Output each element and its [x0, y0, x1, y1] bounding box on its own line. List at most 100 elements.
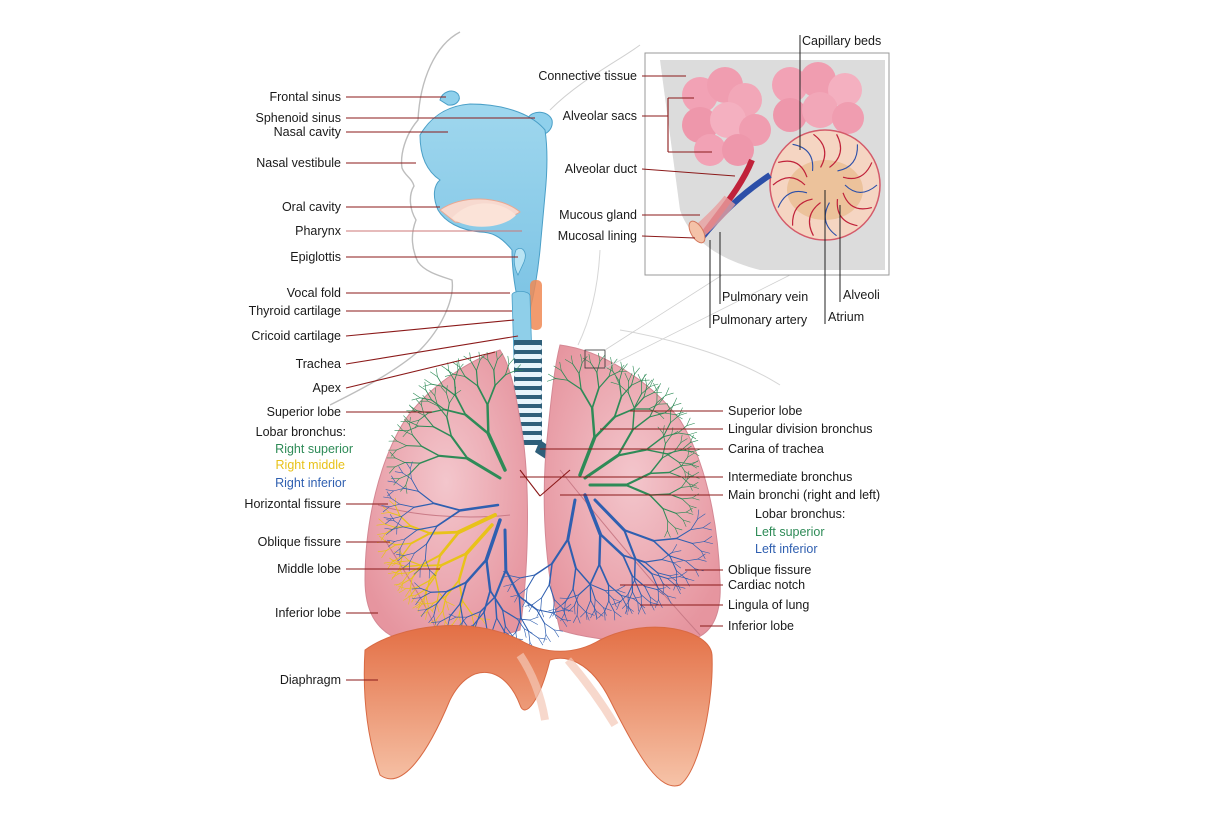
upper-airway: [420, 91, 552, 360]
bronchiole-branch: [530, 617, 539, 620]
bronchiole-branch: [458, 359, 459, 367]
label-apex: Apex: [313, 381, 342, 395]
bronchiole-branch: [436, 368, 437, 376]
bronchiole-branch: [412, 398, 420, 400]
label-alveolar-duct: Alveolar duct: [565, 162, 638, 176]
bronchiole-branch: [419, 386, 426, 391]
bronchiole-branch: [405, 463, 420, 464]
bronchiole-branch: [529, 631, 539, 638]
label-carina-of-trachea: Carina of trachea: [728, 442, 824, 456]
bronchiole-branch: [541, 598, 542, 609]
label-superior-lobe-right: Superior lobe: [728, 404, 802, 418]
bronchiole-branch: [546, 635, 551, 642]
label-mucous-gland: Mucous gland: [559, 208, 637, 222]
tracheal-ring: [514, 372, 542, 377]
bronchiole-branch: [430, 532, 459, 533]
bronchiole-branch: [452, 362, 459, 367]
tracheal-ring: [514, 345, 542, 350]
bronchiole-branch: [409, 405, 414, 411]
bronchiole-branch: [599, 534, 600, 564]
label-thyroid-cartilage: Thyroid cartilage: [249, 304, 341, 318]
bronchiole-branch: [419, 426, 434, 427]
label-right-middle: Right middle: [276, 458, 346, 472]
bronchiole-branch: [622, 364, 627, 370]
bronchiole-branch: [542, 585, 550, 598]
label-capillary-beds: Capillary beds: [802, 34, 881, 48]
bronchiole-branch: [431, 592, 447, 593]
label-left-inferior: Left inferior: [755, 542, 818, 556]
label-lobar-bronchus-left: Lobar bronchus:: [256, 425, 346, 439]
label-right-superior: Right superior: [275, 442, 353, 456]
label-epiglottis: Epiglottis: [290, 250, 341, 264]
bronchiole-branch: [545, 623, 555, 630]
label-trachea: Trachea: [296, 357, 341, 371]
label-cricoid-cartilage: Cricoid cartilage: [251, 329, 341, 343]
right-lung-shape: [365, 350, 528, 644]
bronchiole-branch: [524, 629, 526, 638]
label-main-bronchi: Main bronchi (right and left): [728, 488, 880, 502]
bronchiole-branch: [533, 598, 542, 605]
label-sphenoid-sinus: Sphenoid sinus: [256, 111, 341, 125]
bronchiole-branch: [505, 530, 506, 570]
label-cardiac-notch: Cardiac notch: [728, 578, 805, 592]
label-pulmonary-vein: Pulmonary vein: [722, 290, 808, 304]
tracheal-ring: [514, 399, 542, 404]
bronchiole-branch: [633, 366, 634, 374]
label-middle-lobe: Middle lobe: [277, 562, 341, 576]
label-pulmonary-artery: Pulmonary artery: [712, 313, 808, 327]
bronchiole-branch: [508, 356, 509, 364]
lungs: [365, 345, 720, 652]
label-mucosal-lining: Mucosal lining: [558, 229, 637, 243]
tracheal-ring: [514, 390, 542, 395]
tracheal-ring: [514, 381, 542, 386]
bronchiole-branch: [470, 353, 471, 361]
label-lingular-division-bronchus: Lingular division bronchus: [728, 422, 873, 436]
bronchiole-branch: [407, 446, 422, 447]
bronchiole-branch: [530, 620, 538, 624]
bronchiole-branch: [538, 638, 543, 645]
label-oral-cavity: Oral cavity: [282, 200, 342, 214]
bronchiole-branch: [642, 374, 645, 382]
bronchiole-branch: [529, 631, 530, 642]
label-right-inferior: Right inferior: [275, 476, 346, 490]
bronchiole-branch: [650, 472, 669, 473]
label-frontal-sinus: Frontal sinus: [269, 90, 341, 104]
label-alveolar-sacs: Alveolar sacs: [563, 109, 637, 123]
label-inferior-lobe-right: Inferior lobe: [728, 619, 794, 633]
alveoli-inset: [645, 53, 889, 275]
label-oblique-fissure-right: Oblique fissure: [728, 563, 811, 577]
label-lobar-bronchus-right: Lobar bronchus:: [755, 507, 845, 521]
bronchiole-branch: [423, 384, 431, 386]
label-alveoli: Alveoli: [843, 288, 880, 302]
label-left-superior: Left superior: [755, 525, 824, 539]
bronchiole-branch: [488, 405, 489, 434]
label-lingula-of-lung: Lingula of lung: [728, 598, 809, 612]
label-oblique-fissure-left: Oblique fissure: [258, 535, 341, 549]
bronchiole-branch: [538, 638, 547, 639]
larynx-orange: [530, 280, 542, 330]
label-pharynx: Pharynx: [295, 224, 342, 238]
bronchiole-branch: [554, 630, 559, 637]
bronchiole-branch: [635, 558, 636, 580]
frontal-sinus-shape: [440, 91, 459, 105]
label-superior-lobe-left: Superior lobe: [267, 405, 341, 419]
bronchiole-branch: [413, 393, 420, 398]
label-connective-tissue: Connective tissue: [538, 69, 637, 83]
bronchiole-branch: [422, 565, 442, 566]
diaphragm: [364, 626, 712, 786]
label-atrium: Atrium: [828, 310, 864, 324]
bronchiole-branch: [647, 380, 652, 386]
bronchiole-branch: [634, 368, 639, 374]
bronchiole-branch: [509, 358, 514, 364]
bronchiole-branch: [430, 372, 437, 377]
bronchiole-branch: [526, 588, 527, 599]
label-nasal-cavity: Nasal cavity: [274, 125, 342, 139]
label-vocal-fold: Vocal fold: [287, 286, 341, 300]
bronchiole-branch: [545, 623, 546, 634]
label-inferior-lobe-left: Inferior lobe: [275, 606, 341, 620]
label-nasal-vestibule: Nasal vestibule: [256, 156, 341, 170]
label-horizontal-fissure: Horizontal fissure: [244, 497, 341, 511]
label-diaphragm: Diaphragm: [280, 673, 341, 687]
bronchiole-branch: [689, 432, 697, 434]
